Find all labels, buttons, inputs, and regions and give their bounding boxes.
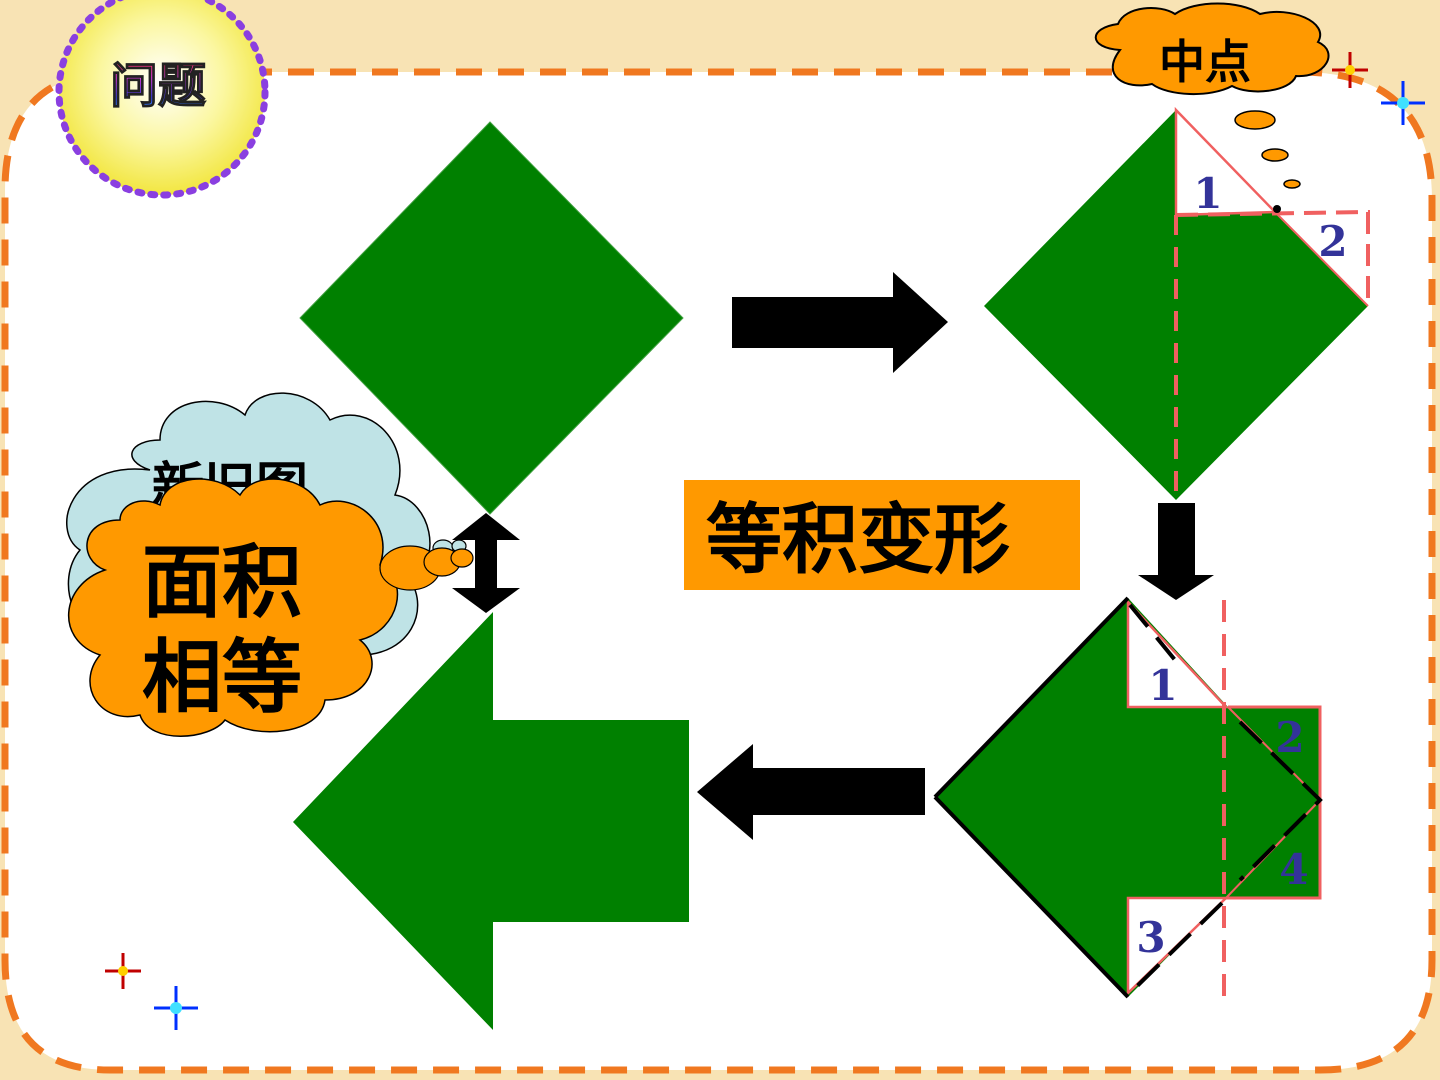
badge-title: 问题: [110, 58, 206, 114]
piece-label: 3: [1136, 913, 1165, 962]
rearranged-diagram: 1 2 3 4: [933, 596, 1323, 999]
label-box: 等积变形: [684, 480, 1080, 590]
center-label: 等积变形: [706, 495, 1010, 584]
thought-bubble: 中点: [1094, 2, 1330, 189]
cloud-front: 面积 相等: [67, 478, 474, 737]
arrow-down-icon: [1138, 503, 1214, 600]
piece-label: 4: [1279, 845, 1308, 894]
cut-square-diagram: 1 2: [984, 106, 1370, 500]
question-badge: 问题: [55, 0, 269, 199]
arrow-left-icon: [697, 744, 925, 840]
result-arrow-shape: [293, 612, 689, 1030]
thought-text: 中点: [1159, 35, 1251, 89]
piece-label: 1: [1193, 169, 1222, 218]
piece-label: 2: [1275, 713, 1304, 762]
cloud-front-line2: 相等: [142, 631, 302, 724]
original-square-shape: [299, 121, 684, 515]
double-arrow-icon: [452, 513, 520, 613]
arrow-right-icon: [732, 272, 948, 373]
cloud-front-line1: 面积: [142, 536, 302, 629]
piece-label: 2: [1318, 217, 1347, 266]
piece-label: 1: [1148, 661, 1177, 710]
sparkle-icon: [105, 52, 1425, 1030]
